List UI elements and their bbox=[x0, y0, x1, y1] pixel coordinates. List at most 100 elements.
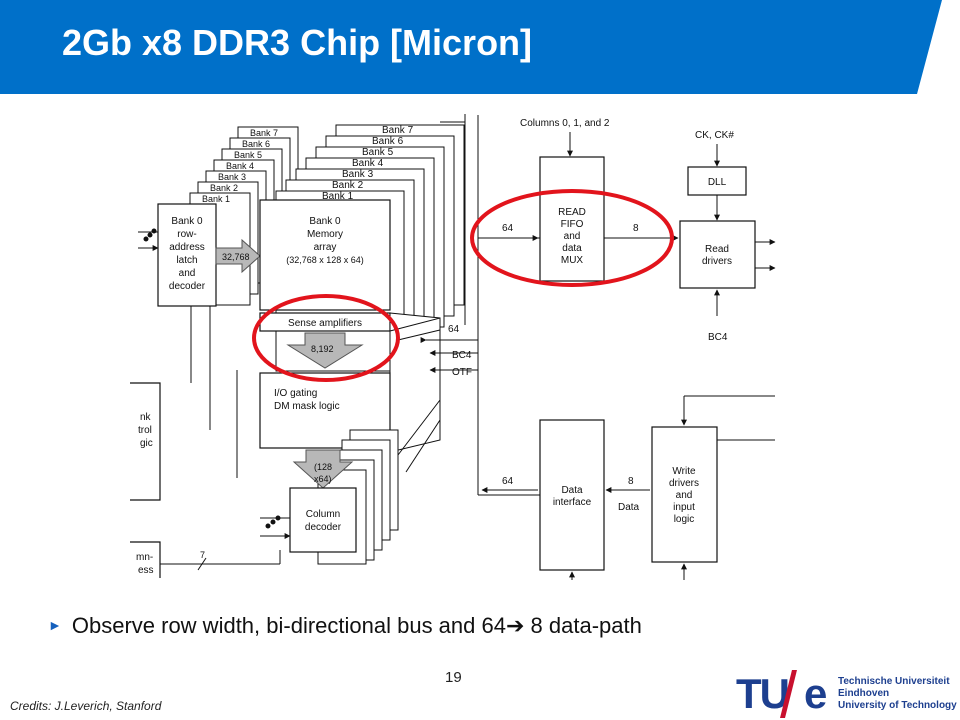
write-drivers-label: Write bbox=[672, 466, 696, 477]
memory-array-label: Memory bbox=[307, 229, 343, 240]
credits: Credits: J.Leverich, Stanford bbox=[10, 699, 162, 713]
svg-text:gic: gic bbox=[140, 438, 153, 449]
central-bus: 64 BC4 OTF bbox=[420, 114, 540, 496]
data-interface-label: interface bbox=[553, 497, 592, 508]
write-drivers-box bbox=[651, 426, 718, 563]
row-decoder-label: and bbox=[179, 268, 196, 279]
read-fifo-box bbox=[539, 156, 605, 282]
data-interface-section: Data interface 64 8 Data bbox=[481, 419, 650, 580]
column-decoder-box bbox=[289, 487, 357, 553]
array-bank-label: Bank 2 bbox=[332, 180, 364, 191]
svg-text:nk: nk bbox=[140, 412, 152, 423]
column-select-switches bbox=[260, 515, 291, 539]
write-driver-section: Write drivers and input logic bbox=[651, 395, 775, 580]
highlight-read-fifo bbox=[470, 189, 674, 287]
bullet-text: Observe row width, bi-directional bus an… bbox=[71, 613, 506, 638]
svg-text:x64): x64) bbox=[314, 474, 332, 484]
highlight-circles bbox=[252, 189, 674, 382]
read-drivers-box bbox=[679, 220, 756, 289]
read-fifo-label: FIFO bbox=[561, 219, 584, 230]
read-fifo-label: MUX bbox=[561, 255, 584, 266]
read-fifo-label: data bbox=[562, 243, 582, 254]
right-arrow-icon: ➔ bbox=[505, 613, 525, 638]
data-interface-box bbox=[539, 419, 605, 571]
array-bank-label: Bank 7 bbox=[382, 125, 414, 136]
svg-text:trol: trol bbox=[138, 425, 152, 436]
read-drivers-label: drivers bbox=[702, 256, 732, 267]
memory-array-bank0 bbox=[259, 199, 391, 311]
read-driver-section: CK, CK# DLL Read drivers BC4 bbox=[679, 130, 776, 343]
write-drivers-label: drivers bbox=[669, 478, 699, 489]
control-logic-fragment: nk trol gic mn- ess 7 bbox=[130, 306, 281, 578]
bullet-arrow-icon: ► bbox=[48, 617, 62, 633]
page-number: 19 bbox=[445, 669, 462, 686]
row-decoder-label: address bbox=[169, 242, 205, 253]
svg-text:32,768: 32,768 bbox=[222, 252, 250, 262]
svg-text:ess: ess bbox=[138, 565, 154, 576]
io-gating-label: DM mask logic bbox=[274, 401, 340, 412]
row-bus-arrow: 32,768 bbox=[215, 238, 261, 274]
memory-array-label: array bbox=[314, 242, 337, 253]
column-bus-arrow: (128 x64) bbox=[292, 449, 354, 489]
bc4-label: BC4 bbox=[452, 350, 472, 361]
bus-64-label: 64 bbox=[448, 324, 460, 335]
row-bank-label: Bank 1 bbox=[202, 194, 230, 204]
column-decoder-label: Column bbox=[306, 509, 340, 520]
svg-text:7: 7 bbox=[200, 550, 205, 560]
memory-array-stack: Bank 7 Bank 6 Bank 5 Bank 4 Bank 3 Bank … bbox=[259, 124, 465, 565]
title-bar bbox=[0, 0, 942, 94]
row-decoder-label: decoder bbox=[169, 281, 206, 292]
title-bar-shape bbox=[0, 0, 942, 94]
read-fifo-label: READ bbox=[558, 207, 586, 218]
read-drivers-bc4: BC4 bbox=[708, 332, 728, 343]
write-drivers-label: input bbox=[673, 502, 695, 513]
tue-logo-text: Technische Universiteit Eindhoven Univer… bbox=[838, 676, 957, 711]
data-in-width: 8 bbox=[628, 476, 634, 487]
sense-amplifiers-label: Sense amplifiers bbox=[288, 318, 362, 329]
row-bank-label: Bank 2 bbox=[210, 183, 238, 193]
read-fifo-section: Columns 0, 1, and 2 READ FIFO and data M… bbox=[485, 118, 679, 282]
io-gating-label: I/O gating bbox=[274, 388, 317, 399]
read-out-width: 8 bbox=[633, 223, 639, 234]
read-fifo-label: and bbox=[564, 231, 581, 242]
bullet-point: ► Observe row width, bi-directional bus a… bbox=[48, 613, 642, 639]
write-drivers-label: logic bbox=[674, 514, 695, 525]
read-drivers-label: Read bbox=[705, 244, 729, 255]
dll-label: DLL bbox=[708, 177, 727, 188]
array-bank-label: Bank 1 bbox=[322, 191, 354, 202]
row-bank-label: Bank 5 bbox=[234, 150, 262, 160]
sense-bus-arrow: 8,192 bbox=[286, 332, 364, 369]
row-decoder-label: row- bbox=[177, 229, 196, 240]
row-bank-label: Bank 7 bbox=[250, 128, 278, 138]
bullet-text-tail: 8 data-path bbox=[524, 613, 642, 638]
highlight-sense-amplifiers bbox=[252, 294, 400, 382]
slide-title: 2Gb x8 DDR3 Chip [Micron] bbox=[62, 22, 533, 63]
row-bank-label: Bank 6 bbox=[242, 139, 270, 149]
write-drivers-label: and bbox=[676, 490, 693, 501]
memory-array-label: Bank 0 bbox=[309, 216, 341, 227]
bank-select-switches bbox=[138, 228, 159, 251]
data-label: Data bbox=[618, 502, 640, 513]
array-bank-label: Bank 4 bbox=[352, 158, 384, 169]
otf-label: OTF bbox=[452, 367, 472, 378]
array-bank-label: Bank 5 bbox=[362, 147, 394, 158]
dram-block-diagram: Bank 7 Bank 6 Bank 5 Bank 4 Bank 3 Bank … bbox=[130, 114, 776, 580]
svg-text:8,192: 8,192 bbox=[311, 344, 334, 354]
columns-label: Columns 0, 1, and 2 bbox=[520, 118, 610, 129]
data-interface-label: Data bbox=[561, 485, 583, 496]
read-in-width: 64 bbox=[502, 223, 514, 234]
row-bank-label: Bank 3 bbox=[218, 172, 246, 182]
svg-text:(128: (128 bbox=[314, 462, 332, 472]
row-decoder-label: latch bbox=[176, 255, 197, 266]
array-bank-label: Bank 3 bbox=[342, 169, 374, 180]
array-bank-label: Bank 6 bbox=[372, 136, 404, 147]
data-out-width: 64 bbox=[502, 476, 514, 487]
clock-label: CK, CK# bbox=[695, 130, 734, 141]
row-decoder-label: Bank 0 bbox=[171, 216, 203, 227]
memory-array-label: (32,768 x 128 x 64) bbox=[286, 255, 364, 265]
column-decoder-label: decoder bbox=[305, 522, 342, 533]
svg-text:mn-: mn- bbox=[136, 552, 153, 563]
row-bank-label: Bank 4 bbox=[226, 161, 254, 171]
